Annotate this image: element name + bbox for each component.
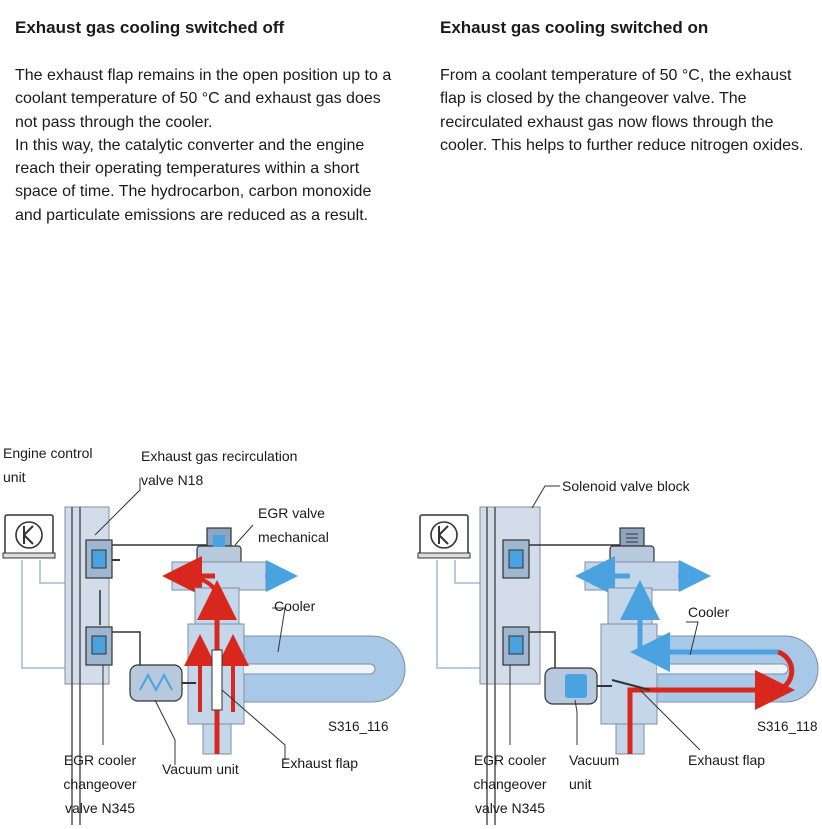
right-solenoid-valve-block-icon <box>479 506 541 825</box>
right-figure-code: S316_118 <box>757 719 818 734</box>
left-egr-valve-mechanical-icon <box>196 527 242 565</box>
left-vacuum-unit-icon <box>129 664 196 702</box>
left-label-vacuum-unit: Vacuum unit <box>162 761 239 777</box>
right-diagram <box>417 485 819 825</box>
right-label-changeover-valve: EGR cooler changeover valve N345 <box>473 752 547 816</box>
left-paragraph-1: The exhaust flap remains in the open pos… <box>15 67 392 131</box>
left-paragraph-2: In this way, the catalytic converter and… <box>15 136 372 224</box>
left-label-exhaust-flap: Exhaust flap <box>281 755 359 771</box>
left-cooler-icon <box>243 635 406 703</box>
right-label-exhaust-flap: Exhaust flap <box>688 752 766 768</box>
left-changeover-valve-icon <box>85 626 113 666</box>
left-paragraph: The exhaust flap remains in the open pos… <box>15 64 400 227</box>
right-label-cooler: Cooler <box>688 604 730 620</box>
right-vacuum-unit-icon <box>544 667 612 705</box>
left-ecu-icon <box>2 514 56 559</box>
right-label-solenoid-valve-block: Solenoid valve block <box>562 478 690 494</box>
right-paragraph-1: From a coolant temperature of 50 °C, the… <box>440 67 804 154</box>
left-label-engine-control-unit: Engine control unit <box>3 445 93 485</box>
right-label-vacuum-unit: Vacuum unit <box>569 752 620 792</box>
left-heading: Exhaust gas cooling switched off <box>15 18 285 37</box>
right-ecu-icon <box>417 514 471 559</box>
left-label-changeover-valve: EGR cooler changeover valve N345 <box>63 752 137 816</box>
left-figure-code: S316_116 <box>328 719 389 734</box>
right-paragraph: From a coolant temperature of 50 °C, the… <box>440 64 812 157</box>
left-label-egr-valve-n18: Exhaust gas recirculation valve N18 <box>141 448 298 488</box>
left-label-cooler: Cooler <box>274 598 316 614</box>
left-egr-valve-n18-icon <box>85 539 120 579</box>
left-label-egr-valve-mechanical: EGR valve mechanical <box>258 505 329 545</box>
left-diagram <box>2 478 406 825</box>
right-heading: Exhaust gas cooling switched on <box>440 18 709 37</box>
